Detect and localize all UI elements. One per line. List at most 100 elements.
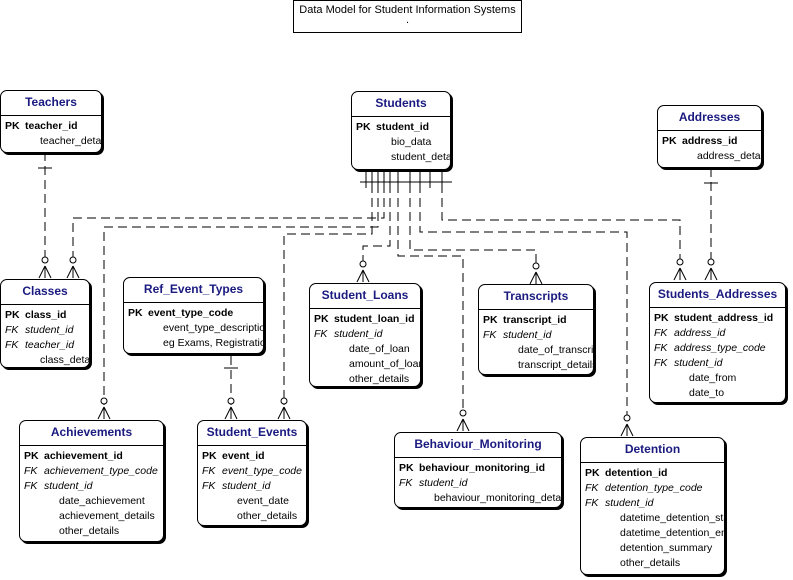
rel-students-behaviour: [397, 170, 464, 415]
crowfoot-behaviour: [456, 409, 470, 432]
field-name: transcript_details: [518, 359, 594, 371]
field-name: teacher_id: [25, 120, 78, 132]
attribute-row: event_type_description: [128, 321, 263, 336]
attribute-row: PK student_address_id: [654, 311, 785, 326]
entity-header: Classes: [1, 280, 89, 305]
field-name: other_details: [620, 557, 681, 569]
attribute-row: PK behaviour_monitoring_id: [399, 461, 561, 476]
attribute-row: other_details: [202, 509, 306, 524]
attribute-row: date_achievement: [24, 494, 163, 509]
key-label: PK: [399, 462, 414, 474]
key-label: PK: [24, 450, 39, 462]
field-name: teacher_details: [40, 135, 102, 147]
rel-students-achievements: [103, 170, 379, 405]
entity-teachers[interactable]: Teachers PK teacher_id teacher_details: [0, 90, 102, 153]
attribute-row: FK address_type_code: [654, 341, 785, 356]
entity-header: Transcripts: [479, 285, 593, 310]
attribute-row: address_details: [662, 149, 761, 164]
field-name: behaviour_monitoring_id: [419, 462, 546, 474]
field-name: event_date: [237, 495, 289, 507]
attribute-row: teacher_details: [5, 134, 101, 149]
key-label: PK: [202, 450, 217, 462]
key-label: FK: [654, 342, 668, 354]
key-label: PK: [128, 307, 143, 319]
attribute-row: event_date: [202, 494, 306, 509]
attribute-row: PK teacher_id: [5, 119, 101, 134]
field-name: eg Exams, Registration: [163, 337, 264, 349]
field-name: student_id: [376, 121, 430, 133]
attribute-row: detention_summary: [585, 541, 724, 556]
field-name: student_id: [222, 480, 271, 492]
field-name: other_details: [349, 373, 410, 385]
field-name: achievement_type_code: [44, 465, 158, 477]
entity-header: Achievements: [20, 421, 163, 446]
rel-students-events: [283, 170, 373, 405]
field-name: other_details: [237, 510, 298, 522]
field-name: detention_type_code: [605, 482, 703, 494]
attribute-row: bio_data: [356, 135, 450, 150]
field-name: achievement_id: [44, 450, 123, 462]
field-name: address_id: [674, 327, 726, 339]
crowfoot-sa-student: [673, 258, 687, 281]
key-label: PK: [654, 312, 669, 324]
attribute-row: date_from: [654, 371, 785, 386]
entity-header: Teachers: [1, 91, 101, 116]
key-label: PK: [5, 120, 20, 132]
field-name: student_loan_id: [334, 313, 415, 325]
entity-header: Addresses: [658, 106, 761, 131]
crowfoot-achievements: [97, 397, 111, 420]
key-label: FK: [399, 477, 413, 489]
field-name: event_type_description: [163, 322, 264, 334]
field-name: address_details: [697, 150, 761, 162]
entity-header: Ref_Event_Types: [124, 278, 263, 303]
field-name: student_address_id: [674, 312, 774, 324]
key-label: PK: [5, 309, 20, 321]
key-label: FK: [24, 465, 38, 477]
key-label: FK: [24, 480, 38, 492]
field-name: datetime_detention_end: [620, 527, 725, 539]
crowfoot-loans: [356, 260, 370, 283]
attribute-row: FK student_id: [399, 476, 561, 491]
entity-ref-event-types[interactable]: Ref_Event_Types PK event_type_code event_t…: [123, 277, 264, 354]
key-label: FK: [202, 465, 216, 477]
field-name: event_type_code: [148, 307, 234, 319]
attribute-row: datetime_detention_start: [585, 511, 724, 526]
field-name: date_of_transcript: [518, 344, 594, 356]
field-name: date_achievement: [59, 495, 145, 507]
attribute-row: FK achievement_type_code: [24, 464, 163, 479]
attribute-row: achievement_details: [24, 509, 163, 524]
rel-students-detention: [419, 170, 628, 420]
attribute-row: other_details: [585, 556, 724, 571]
field-name: student_id: [44, 480, 93, 492]
field-name: student_details: [391, 151, 450, 163]
field-name: student_id: [419, 477, 468, 489]
crowfoot-detention: [620, 414, 634, 437]
attribute-row: datetime_detention_end: [585, 526, 724, 541]
entity-header: Student_Loans: [310, 284, 420, 309]
field-name: address_type_code: [674, 342, 766, 354]
attribute-row: other_details: [314, 372, 420, 386]
entity-header: Student_Events: [198, 421, 306, 446]
attribute-row: date_of_loan: [314, 342, 420, 357]
field-name: datetime_detention_start: [620, 512, 725, 524]
